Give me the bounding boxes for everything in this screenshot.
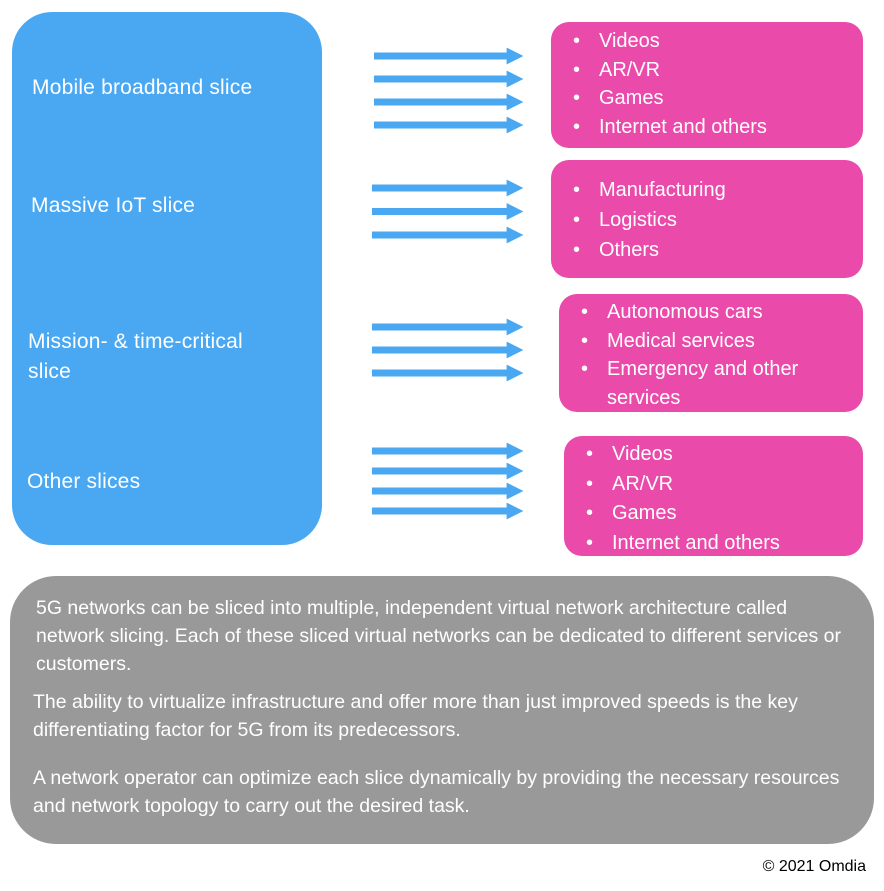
services-box-mission-critical: Autonomous cars Medical services Emergen…	[559, 294, 863, 412]
service-item: Videos	[551, 27, 863, 56]
summary-paragraph-3: A network operator can optimize each sli…	[33, 767, 840, 817]
service-item: AR/VR	[551, 56, 863, 85]
service-item: Logistics	[551, 205, 863, 235]
service-item: Internet and others	[564, 529, 863, 559]
services-box-massive-iot: Manufacturing Logistics Others	[551, 160, 863, 278]
summary-paragraph-2: The ability to virtualize infrastructure…	[33, 691, 798, 741]
service-item: AR/VR	[564, 470, 863, 500]
service-item: Emergency and other services	[559, 355, 863, 412]
services-box-other: Videos AR/VR Games Internet and others	[564, 436, 863, 559]
slice-label-mobile-broadband: Mobile broadband slice	[32, 76, 253, 99]
slice-label-massive-iot: Massive IoT slice	[31, 194, 196, 217]
summary-panel: 5G networks can be sliced into multiple,…	[10, 576, 874, 844]
service-item: Videos	[564, 440, 863, 470]
services-box-mobile-broadband: Videos AR/VR Games Internet and others	[551, 22, 863, 148]
service-item: Medical services	[559, 327, 863, 356]
service-item: Manufacturing	[551, 175, 863, 205]
service-item: Autonomous cars	[559, 298, 863, 327]
service-item: Others	[551, 235, 863, 265]
service-item: Games	[551, 84, 863, 113]
slice-label-other: Other slices	[27, 470, 141, 493]
summary-paragraph-1: 5G networks can be sliced into multiple,…	[36, 597, 841, 675]
slice-label-mission-critical: Mission- & time-critical slice	[28, 330, 243, 383]
copyright-notice: © 2021 Omdia	[762, 858, 866, 875]
service-item: Internet and others	[551, 113, 863, 142]
service-item: Games	[564, 499, 863, 529]
network-slices-panel	[12, 12, 322, 545]
